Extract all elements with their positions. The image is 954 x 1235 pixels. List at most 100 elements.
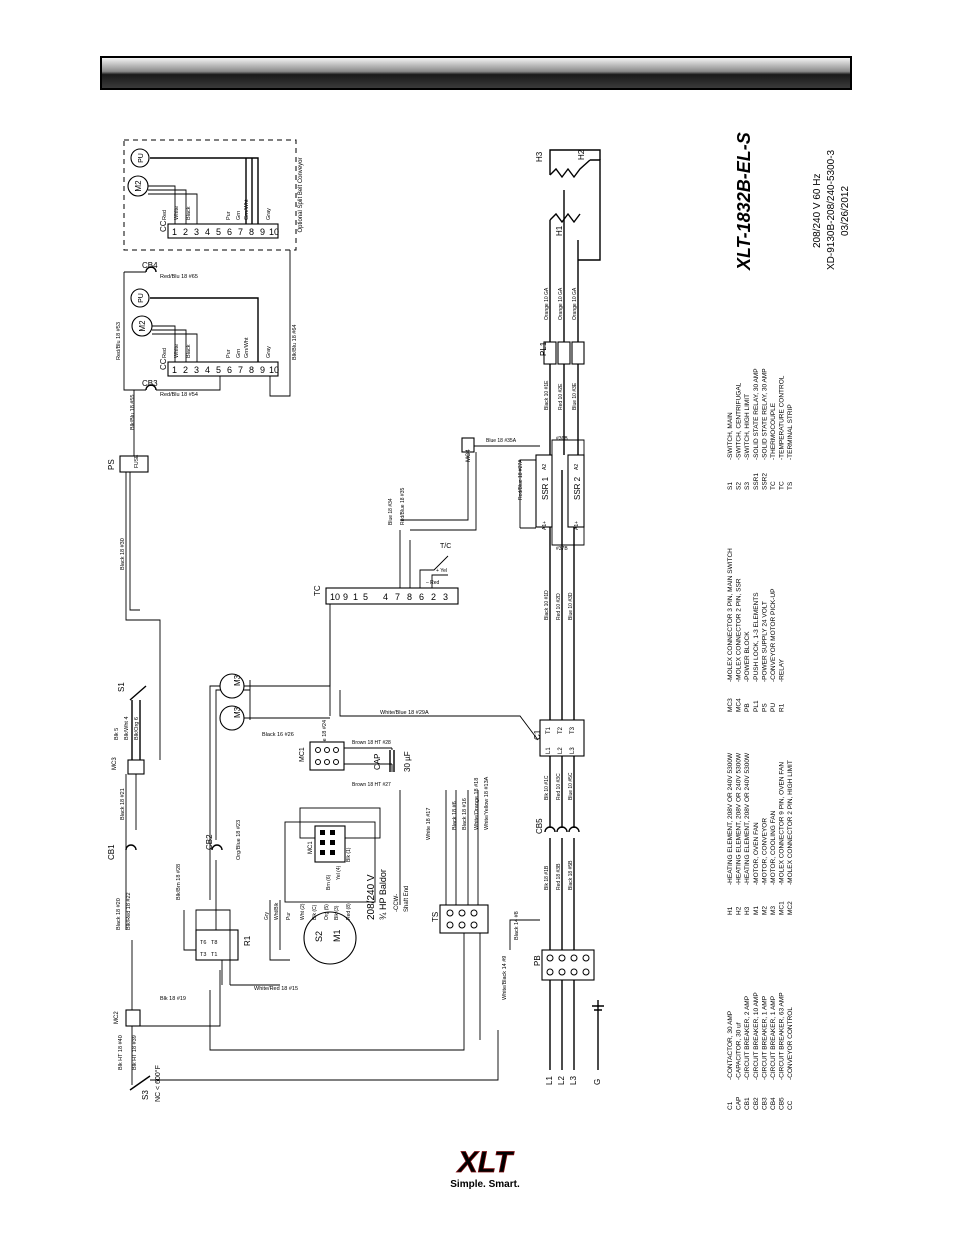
legend-description: -POWER SUPPLY 24 VOLT	[761, 601, 768, 682]
legend-description: -POWER BLOCK	[744, 631, 751, 682]
svg-text:7: 7	[395, 592, 400, 602]
svg-text:-CCW-: -CCW-	[394, 894, 400, 912]
svg-text:TC: TC	[313, 585, 322, 596]
svg-text:TS: TS	[431, 912, 440, 922]
svg-text:A1+: A1+	[574, 521, 580, 530]
legend-code: CB4	[770, 1097, 777, 1110]
wire-label: Blk/Org 6	[134, 717, 140, 740]
svg-text:1: 1	[172, 227, 177, 237]
wire-label: White/Blue 18 #29A	[380, 710, 429, 716]
legend-code: M1	[753, 906, 760, 915]
svg-text:PB: PB	[533, 955, 542, 966]
legend-description: -RELAY	[779, 658, 786, 682]
xlt-logo: XLT Simple. Smart.	[440, 1142, 530, 1190]
svg-text:CB5: CB5	[535, 818, 544, 834]
wire-label: Black 18 #30	[120, 538, 126, 570]
legend-description: -TERMINAL STRIP	[787, 404, 794, 460]
wire-label: White/Orange 18 #18	[474, 778, 480, 830]
svg-text:Yel (4): Yel (4)	[336, 865, 342, 880]
svg-text:6: 6	[227, 365, 232, 375]
circuit-breaker-cb5: CB5	[535, 818, 580, 834]
legend-code: M3	[770, 906, 777, 915]
legend-description: -CIRCUIT BREAKER, 1 AMP	[761, 996, 768, 1080]
wire-label: White/Red 18 #15	[254, 986, 298, 992]
svg-text:A1+: A1+	[542, 521, 548, 530]
svg-text:R1: R1	[243, 935, 252, 946]
svg-text:T3: T3	[570, 726, 576, 734]
svg-text:7: 7	[238, 365, 243, 375]
svg-text:Wht (2): Wht (2)	[300, 903, 306, 920]
svg-text:1: 1	[353, 592, 358, 602]
legend-description: -CIRCUIT BREAKER, 63 AMP	[779, 992, 786, 1080]
svg-text:4: 4	[205, 365, 210, 375]
wire-label: Blk 18 #1B	[544, 865, 550, 890]
wire-label: Black 18 #16	[462, 798, 468, 830]
legend-description: -MOLEX CONNECTOR 2 PIN, HIGH LIMIT	[787, 760, 794, 885]
wire-label: Red/Blue 18 #27A	[518, 459, 524, 500]
svg-text:White: White	[174, 344, 180, 358]
svg-text:6: 6	[419, 592, 424, 602]
svg-text:Wht/Blk: Wht/Blk	[274, 902, 280, 920]
legend-code: CB5	[779, 1097, 786, 1110]
svg-text:T3: T3	[200, 952, 206, 958]
wire-label: Black 16 #26	[262, 732, 294, 738]
legend-description: -HEATING ELEMENT, 208V OR 240V 5300W	[736, 752, 743, 885]
wire-label: Blk/Blu 18 #64	[292, 325, 298, 360]
svg-text:5: 5	[363, 592, 368, 602]
wire-label: Blk 10 #1C	[544, 775, 550, 800]
svg-text:T6: T6	[200, 940, 206, 946]
main-switch-s1: S1 MC3	[112, 682, 147, 775]
svg-text:M2: M2	[138, 320, 147, 332]
svg-text:L3: L3	[570, 747, 576, 754]
legend-code: SSR1	[753, 473, 760, 490]
legend-code: C1	[727, 1101, 734, 1110]
legend-description: -HEATING ELEMENT, 208V OR 240V 5300W	[744, 752, 751, 885]
high-limit-switch-s3: MC2 S3 NC < 600°F	[114, 1009, 162, 1102]
wire-label: Blk/Wht 4	[124, 716, 130, 740]
svg-text:Red: Red	[162, 210, 168, 220]
svg-text:10: 10	[269, 365, 279, 375]
svg-text:30 µF: 30 µF	[403, 751, 412, 772]
power-supply: PS FUSE	[107, 454, 149, 473]
svg-text:¾ HP Baldor: ¾ HP Baldor	[378, 869, 388, 920]
svg-text:C1: C1	[533, 729, 542, 740]
legend-description: -SWITCH, MAIN	[727, 412, 734, 460]
legend-code: TC	[779, 481, 786, 490]
wire-label: Blk/Blu 18 #55	[130, 395, 136, 430]
legend-description: -CIRCUIT BREAKER, 1 AMP	[770, 996, 777, 1080]
svg-text:A2: A2	[542, 464, 548, 470]
wire-label: #36B	[556, 436, 568, 442]
power-block-pb: PB	[533, 949, 595, 981]
heating-elements: H1 H2 H3	[535, 149, 601, 261]
svg-text:A2: A2	[574, 464, 580, 470]
wire-label: Black 10 #1D	[544, 590, 550, 620]
svg-text:M1: M1	[332, 929, 342, 942]
wire-label: Black 18 #5B	[568, 860, 574, 890]
line-l1: L1	[545, 1076, 554, 1085]
svg-text:Grn: Grn	[236, 211, 242, 220]
wire-label: Org/Blue 18 #24	[322, 720, 328, 760]
wire-label: Orange 10 GA	[558, 287, 564, 320]
legend-description: -MOTOR, OVEN FAN	[753, 822, 760, 885]
legend-code: TS	[787, 481, 794, 490]
svg-text:CC: CC	[159, 220, 168, 232]
drawing-date: 03/26/2012	[840, 186, 851, 236]
svg-text:L1: L1	[546, 747, 552, 754]
wire-label: Brown 18 HT #28	[352, 740, 391, 746]
svg-text:3: 3	[443, 592, 448, 602]
legend-description: -MOTOR, COOLING FAN	[770, 810, 777, 885]
legend-description: -PUSH LOCK, 1-3 ELEMENTS	[753, 592, 760, 682]
legend-code: TC	[770, 481, 777, 490]
wire-label: Blue 18 #35A	[486, 438, 517, 444]
legend-description: -SOLID STATE RELAY, 30 AMP	[753, 368, 760, 460]
legend-description: -SWITCH, HIGH LIMIT	[744, 394, 751, 460]
svg-text:PU: PU	[138, 293, 145, 303]
legend-code: PB	[744, 703, 751, 712]
legend-code: S2	[736, 482, 743, 490]
svg-text:6: 6	[227, 227, 232, 237]
legend-code: CAP	[736, 1097, 743, 1110]
svg-text:Grn/Wht: Grn/Wht	[244, 337, 250, 358]
